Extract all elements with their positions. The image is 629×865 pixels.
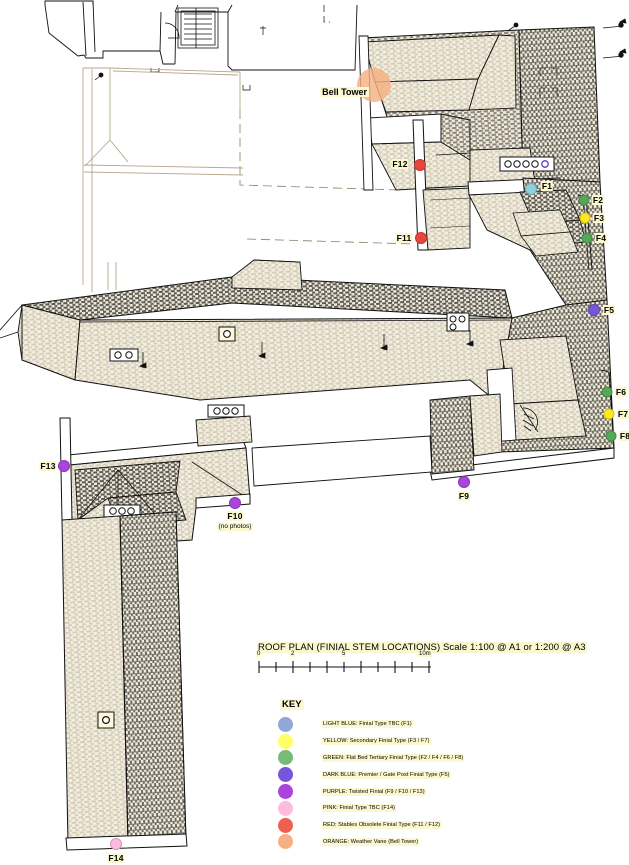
key-swatch (278, 784, 293, 800)
scale-tick-10: 10m (418, 651, 432, 657)
finial-marker-f4[interactable] (581, 232, 593, 244)
key-label: GREEN: Flat Bed Tertiary Finial Type (F2… (322, 753, 465, 762)
key-label: LIGHT BLUE: Finial Type TBC (F1) (322, 720, 413, 729)
key-row: YELLOW: Secondary Finial Type (F3 / F7) (278, 733, 608, 750)
bell-tower-label: Bell Tower (320, 87, 369, 97)
key-heading: KEY (280, 699, 304, 710)
key-legend-list: LIGHT BLUE: Finial Type TBC (F1) YELLOW: … (278, 716, 608, 850)
finial-marker-f9[interactable] (458, 476, 470, 488)
finial-marker-f14[interactable] (110, 838, 122, 850)
finial-label-f6: F6 (614, 387, 628, 397)
finial-label-f14: F14 (107, 853, 125, 863)
finial-label-f10: F10 (226, 511, 244, 521)
key-swatch (278, 733, 293, 749)
finial-note-f10: (no photos) (217, 523, 253, 531)
finial-label-f2: F2 (591, 195, 605, 205)
key-swatch (278, 716, 293, 732)
finial-marker-f10[interactable] (229, 497, 241, 509)
key-label: YELLOW: Secondary Finial Type (F3 / F7) (322, 737, 431, 746)
key-row: PURPLE: Twisted Finial (F9 / F10 / F13) (278, 783, 608, 800)
finial-marker-f11[interactable] (415, 232, 427, 244)
scale-tick-0: 0 (256, 651, 262, 657)
finial-label-f1: F1 (540, 181, 554, 191)
key-label: ORANGE: Weather Vane (Bell Tower) (322, 837, 420, 846)
finial-label-f7: F7 (616, 409, 629, 419)
key-label: PINK: Finial Type TBC (F14) (322, 804, 397, 813)
finial-label-f9: F9 (457, 491, 471, 501)
scale-tick-5: 5 (341, 651, 347, 657)
key-row: LIGHT BLUE: Finial Type TBC (F1) (278, 716, 608, 733)
key-label: RED: Stables Obsolete Finial Type (F11 /… (322, 821, 442, 830)
scale-tick-2: 2 (290, 651, 296, 657)
key-swatch (278, 800, 293, 816)
key-swatch (278, 834, 293, 850)
finial-marker-f7[interactable] (603, 408, 615, 420)
finial-label-f13: F13 (39, 461, 57, 471)
finial-marker-f6[interactable] (601, 386, 613, 398)
key-swatch (278, 817, 293, 833)
finial-marker-f8[interactable] (605, 430, 617, 442)
key-row: DARK BLUE: Premier / Gate Post Finial Ty… (278, 766, 608, 783)
finial-label-f12: F12 (391, 159, 409, 169)
finial-label-f8: F8 (618, 431, 629, 441)
key-swatch (278, 767, 293, 783)
key-row: GREEN: Flat Bed Tertiary Finial Type (F2… (278, 750, 608, 767)
finial-marker-f3[interactable] (579, 212, 591, 224)
finial-marker-f12[interactable] (414, 159, 426, 171)
key-row: ORANGE: Weather Vane (Bell Tower) (278, 834, 608, 851)
finial-marker-f5[interactable] (588, 304, 600, 316)
finial-label-f5: F5 (602, 305, 616, 315)
finial-label-f3: F3 (592, 213, 606, 223)
drawing-title: ROOF PLAN (FINIAL STEM LOCATIONS) Scale … (257, 642, 587, 653)
finial-marker-f1[interactable] (525, 183, 537, 195)
key-row: RED: Stables Obsolete Finial Type (F11 /… (278, 817, 608, 834)
scale-bar (258, 661, 431, 673)
finial-label-f11: F11 (395, 233, 413, 243)
finial-marker-f2[interactable] (578, 194, 590, 206)
finial-marker-f13[interactable] (58, 460, 70, 472)
key-label: DARK BLUE: Premier / Gate Post Finial Ty… (322, 770, 451, 779)
key-label: PURPLE: Twisted Finial (F9 / F10 / F13) (322, 787, 426, 796)
key-row: PINK: Finial Type TBC (F14) (278, 800, 608, 817)
finial-label-f4: F4 (594, 233, 608, 243)
key-swatch (278, 750, 293, 766)
